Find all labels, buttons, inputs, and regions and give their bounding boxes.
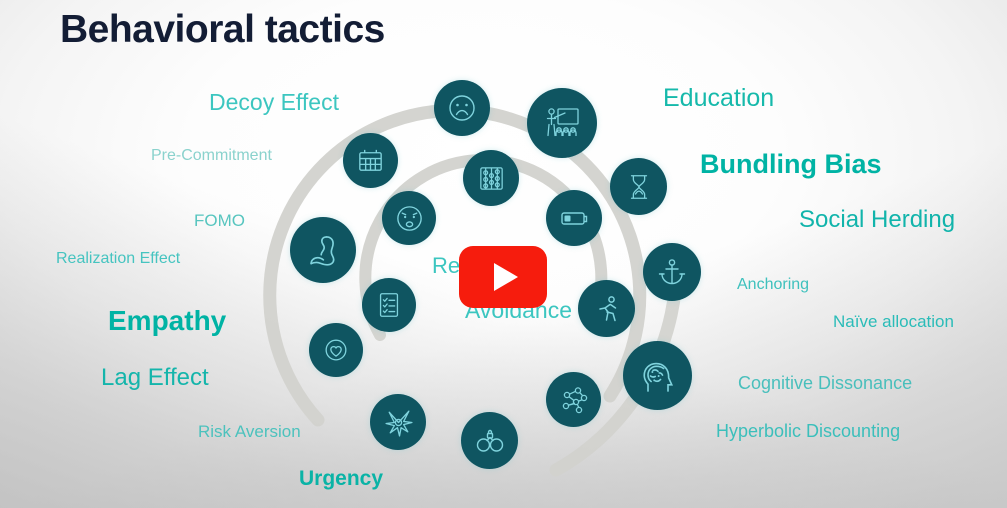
label-cognitive-dissonance: Cognitive Dissonance <box>738 373 913 393</box>
hourglass-icon <box>630 174 647 199</box>
node-handcuffs[interactable] <box>461 412 518 469</box>
node-burst[interactable] <box>370 394 426 450</box>
label-decoy-effect: Decoy Effect <box>209 89 339 115</box>
label-risk-aversion: Risk Aversion <box>198 422 301 441</box>
page-title: Behavioral tactics <box>60 8 385 51</box>
runner-icon <box>598 295 616 321</box>
label-urgency: Urgency <box>299 467 384 490</box>
node-calendar[interactable] <box>343 133 398 188</box>
youtube-play-button[interactable] <box>459 246 547 308</box>
node-worried-face[interactable] <box>382 191 436 245</box>
label-realization-effect: Realization Effect <box>56 250 181 267</box>
play-triangle-icon <box>493 263 518 291</box>
sad-face-icon <box>449 95 475 121</box>
label-naive-allocation: Naïve allocation <box>833 312 954 331</box>
node-hourglass[interactable] <box>610 158 667 215</box>
label-lag-effect: Lag Effect <box>101 364 209 391</box>
node-brain-head[interactable] <box>623 341 692 410</box>
label-fomo: FOMO <box>194 211 245 230</box>
node-bicep[interactable] <box>290 217 356 283</box>
node-network[interactable] <box>546 372 601 427</box>
node-abacus[interactable] <box>463 150 519 206</box>
worried-face-icon <box>396 205 422 231</box>
node-battery[interactable] <box>546 190 602 246</box>
handcuffs-icon <box>476 429 503 452</box>
label-education: Education <box>663 84 775 112</box>
node-teacher-board[interactable] <box>527 88 597 158</box>
heart-icon <box>325 339 347 361</box>
node-sad-face[interactable] <box>434 80 490 136</box>
node-checklist[interactable] <box>362 278 416 332</box>
bicep-icon <box>310 236 335 266</box>
node-runner[interactable] <box>578 280 635 337</box>
label-bundling-bias: Bundling Bias <box>700 149 882 179</box>
brain-head-icon <box>642 362 673 392</box>
label-anchoring: Anchoring <box>737 276 810 293</box>
abacus-icon <box>479 166 503 190</box>
label-pre-commitment: Pre-Commitment <box>151 147 272 164</box>
node-heart[interactable] <box>309 323 363 377</box>
checklist-icon <box>379 293 399 317</box>
calendar-icon <box>359 149 382 171</box>
battery-icon <box>561 212 588 225</box>
label-hyperbolic-discounting: Hyperbolic Discounting <box>716 421 901 441</box>
node-anchor[interactable] <box>643 243 701 301</box>
label-social-herding: Social Herding <box>799 206 956 233</box>
anchor-icon <box>658 259 686 285</box>
network-icon <box>562 386 587 413</box>
label-empathy: Empathy <box>108 305 227 336</box>
burst-icon <box>384 409 413 437</box>
teacher-board-icon <box>546 108 579 137</box>
